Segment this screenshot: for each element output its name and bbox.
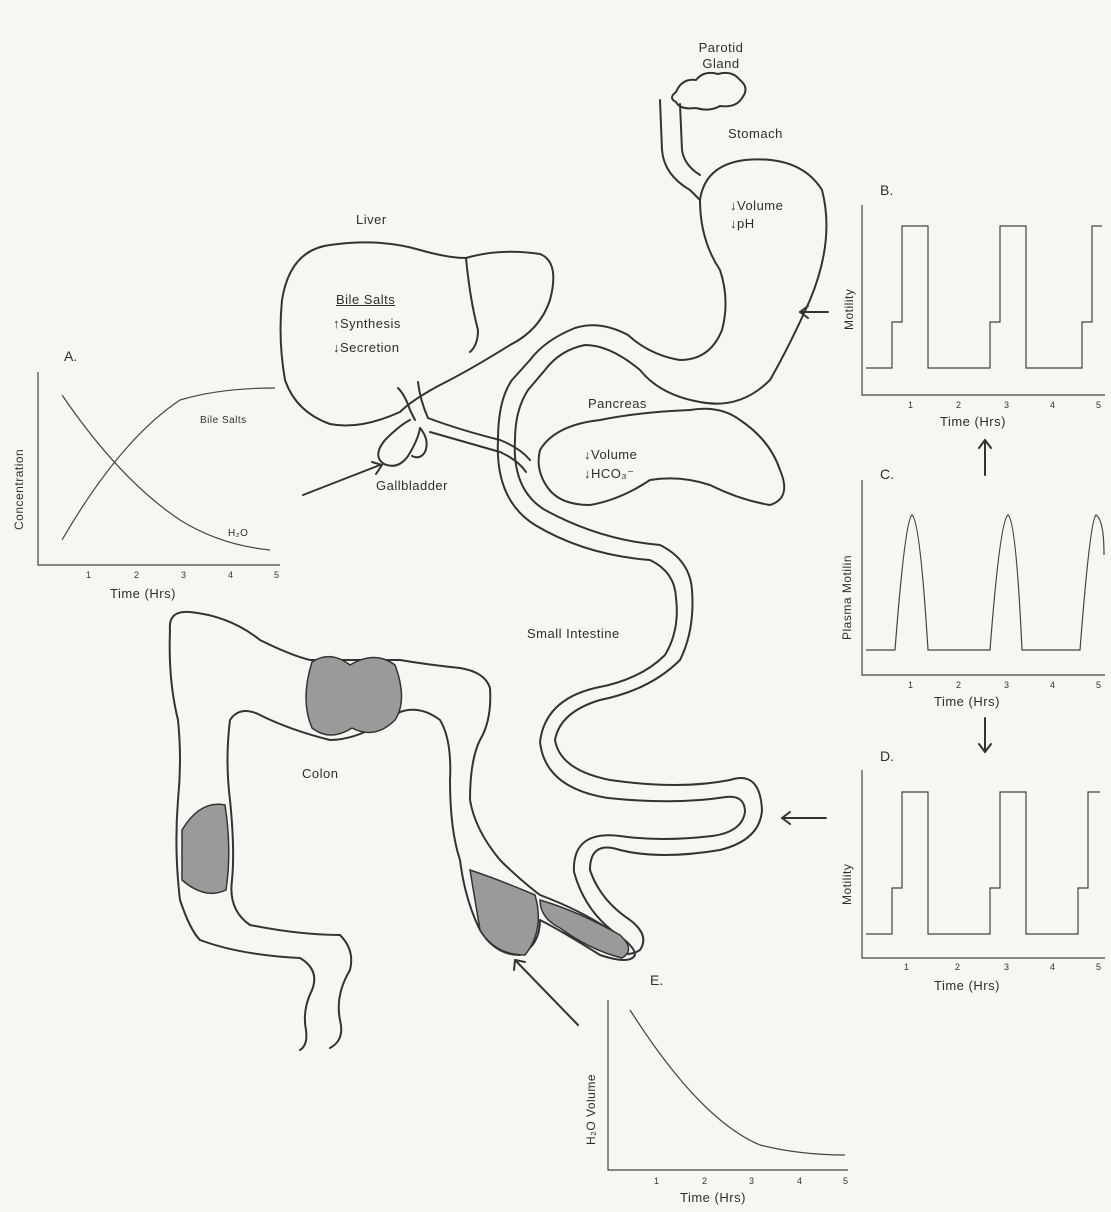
liver-shape [281,242,554,425]
panel-e-axes [608,1000,848,1170]
panel-e-tick: 2 [702,1176,707,1186]
stomach-volume-note: ↓Volume [730,198,783,213]
pancreas-volume-note: ↓Volume [584,447,637,462]
panel-c-ylabel: Plasma Motilin [840,555,854,640]
panel-d-letter: D. [880,748,894,764]
panel-a-tick: 5 [274,570,279,580]
gallbladder-shape [378,420,420,466]
panel-c-tick: 3 [1004,680,1009,690]
small-intestine-label: Small Intestine [527,626,620,641]
panel-e-letter: E. [650,972,663,988]
panel-d-tick: 2 [955,962,960,972]
panel-e-tick: 3 [749,1176,754,1186]
panel-c-tick: 1 [908,680,913,690]
panel-b-xlabel: Time (Hrs) [940,414,1006,429]
liver-secretion-note: ↓Secretion [333,340,399,355]
panel-e-tick: 1 [654,1176,659,1186]
panel-c-tick: 2 [956,680,961,690]
panel-b-tick: 4 [1050,400,1055,410]
stomach-label: Stomach [728,126,783,141]
pancreas-hco3-note: ↓HCO₃⁻ [584,466,635,482]
panel-a-tick: 2 [134,570,139,580]
panel-b-axes [862,205,1105,395]
stomach-ph-note: ↓pH [730,216,755,231]
parotid-gland-label: Parotid Gland [686,40,756,72]
panel-e-ylabel: H₂O Volume [584,1074,598,1145]
panel-c-tick: 4 [1050,680,1055,690]
panel-a-xlabel: Time (Hrs) [110,586,176,601]
panel-a-bile-label: Bile Salts [200,415,247,426]
panel-d-ylabel: Motility [840,864,854,905]
panel-a-ylabel: Concentration [12,449,26,530]
panel-c-xlabel: Time (Hrs) [934,694,1000,709]
panel-e-curve [630,1010,845,1155]
panel-b-ylabel: Motility [842,289,856,330]
panel-b-tick: 3 [1004,400,1009,410]
panel-e-xlabel: Time (Hrs) [680,1190,746,1205]
panel-c-trace [866,515,1104,650]
panel-a-letter: A. [64,348,77,364]
panel-a-tick: 1 [86,570,91,580]
panel-b-letter: B. [880,182,893,198]
colon-shape [170,612,635,1048]
panel-a-tick: 4 [228,570,233,580]
colon-shaded-transverse [306,657,402,735]
panel-e-tick: 5 [843,1176,848,1186]
panel-c-axes [862,480,1105,675]
colon-shaded-ascending [182,804,229,893]
panel-b-tick: 2 [956,400,961,410]
panel-c-letter: C. [880,466,894,482]
panel-d-xlabel: Time (Hrs) [934,978,1000,993]
panel-b-tick: 5 [1096,400,1101,410]
gallbladder-label: Gallbladder [376,478,448,493]
panel-d-trace [866,792,1100,934]
panel-d-tick: 4 [1050,962,1055,972]
panel-e-tick: 4 [797,1176,802,1186]
panel-b-trace [866,226,1102,368]
colon-label: Colon [302,766,338,781]
panel-c-tick: 5 [1096,680,1101,690]
liver-label: Liver [356,212,387,227]
pancreas-label: Pancreas [588,396,647,411]
panel-b-tick: 1 [908,400,913,410]
small-intestine-shape [515,440,762,954]
parotid-gland-shape [672,73,746,110]
panel-a-tick: 3 [181,570,186,580]
colon-shaded-sigmoid [470,870,538,955]
panel-d-tick: 1 [904,962,909,972]
panel-d-axes [862,770,1105,958]
panel-d-tick: 5 [1096,962,1101,972]
panel-a-bile-curve [62,388,275,540]
pancreas-shape [539,409,785,505]
panel-a-water-label: H₂O [228,528,248,539]
liver-synthesis-note: ↑Synthesis [333,316,401,331]
liver-bile-salts-title: Bile Salts [336,292,395,307]
panel-d-tick: 3 [1004,962,1009,972]
